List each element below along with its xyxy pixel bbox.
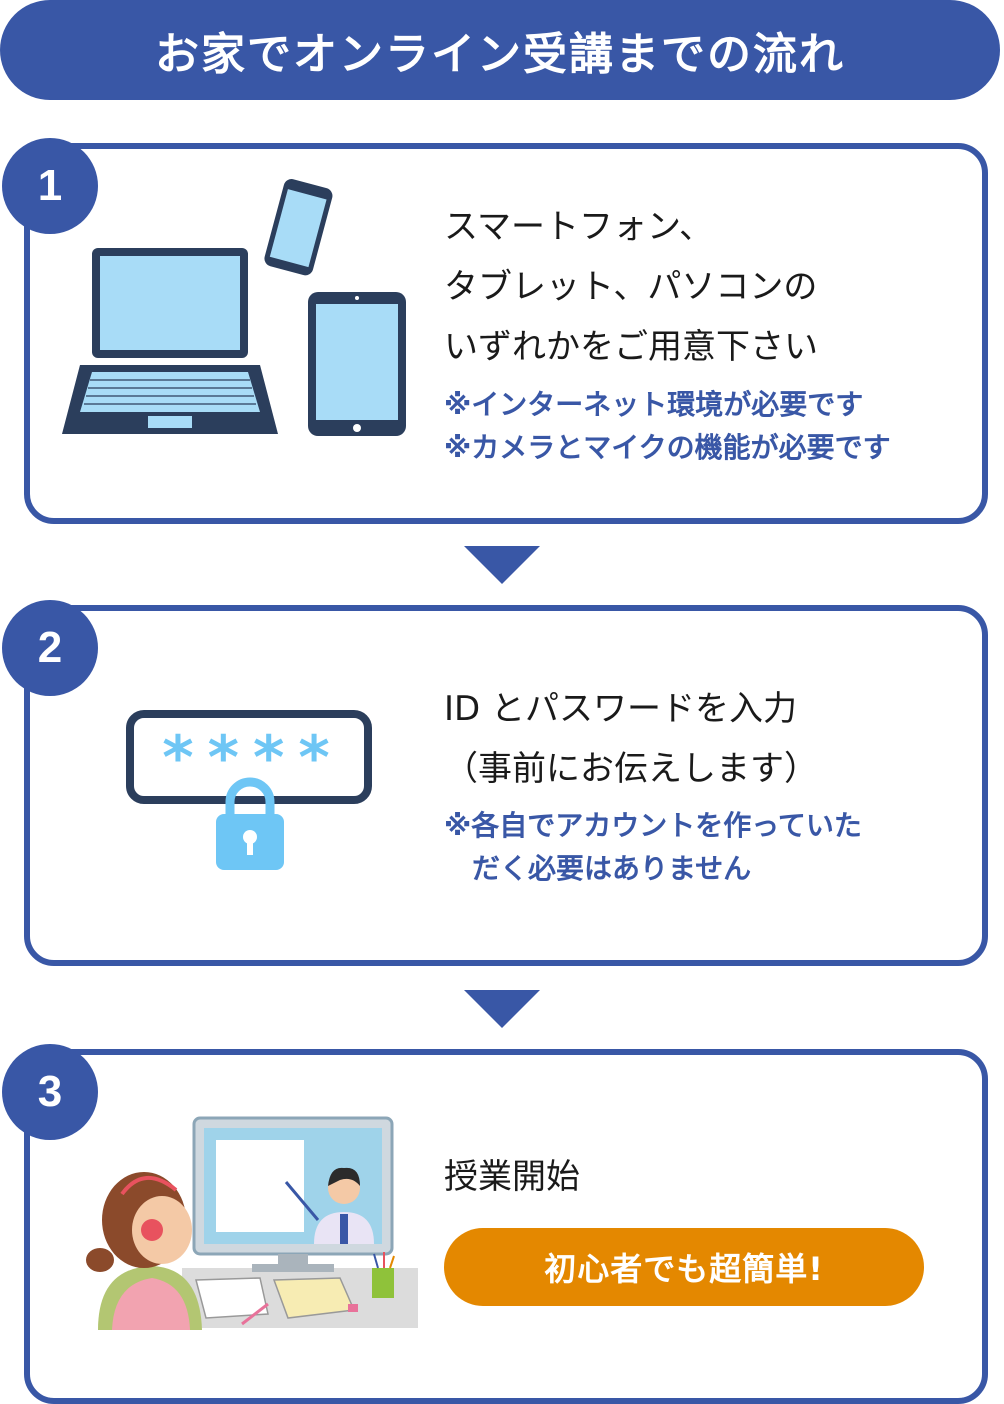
step-1-note-2: ※カメラとマイクの機能が必要です [444, 431, 891, 464]
step-2-card [24, 605, 988, 966]
step-2-line-2: （事前にお伝えします） [444, 749, 818, 789]
page-title: お家でオンライン受講までの流れ [0, 0, 1000, 100]
devices-illustration-icon [62, 179, 406, 436]
step-3-line-1: 授業開始 [444, 1157, 580, 1197]
step-2-line-1: ID とパスワードを入力 [444, 689, 798, 729]
step-2-note-2: だく必要はありません [444, 852, 752, 885]
step-1-badge: 1 [2, 138, 98, 234]
step-1-line-1: スマートフォン、 [444, 207, 713, 247]
step-2-badge: 2 [2, 600, 98, 696]
down-arrow-icon [464, 990, 540, 1028]
step-1-line-2: タブレット、パソコンの [444, 267, 818, 307]
password-lock-illustration-icon [126, 710, 372, 870]
online-lesson-illustration-icon [86, 1116, 418, 1330]
step-1-note-1: ※インターネット環境が必要です [444, 388, 864, 421]
step-2-note-1: ※各自でアカウントを作っていた [444, 809, 862, 842]
step-3-badge: 3 [2, 1044, 98, 1140]
password-mask: **** [162, 723, 344, 793]
down-arrow-icon [464, 546, 540, 584]
step-1-line-3: いずれかをご用意下さい [444, 327, 818, 367]
beginner-friendly-badge: 初心者でも超簡単! [444, 1228, 924, 1306]
